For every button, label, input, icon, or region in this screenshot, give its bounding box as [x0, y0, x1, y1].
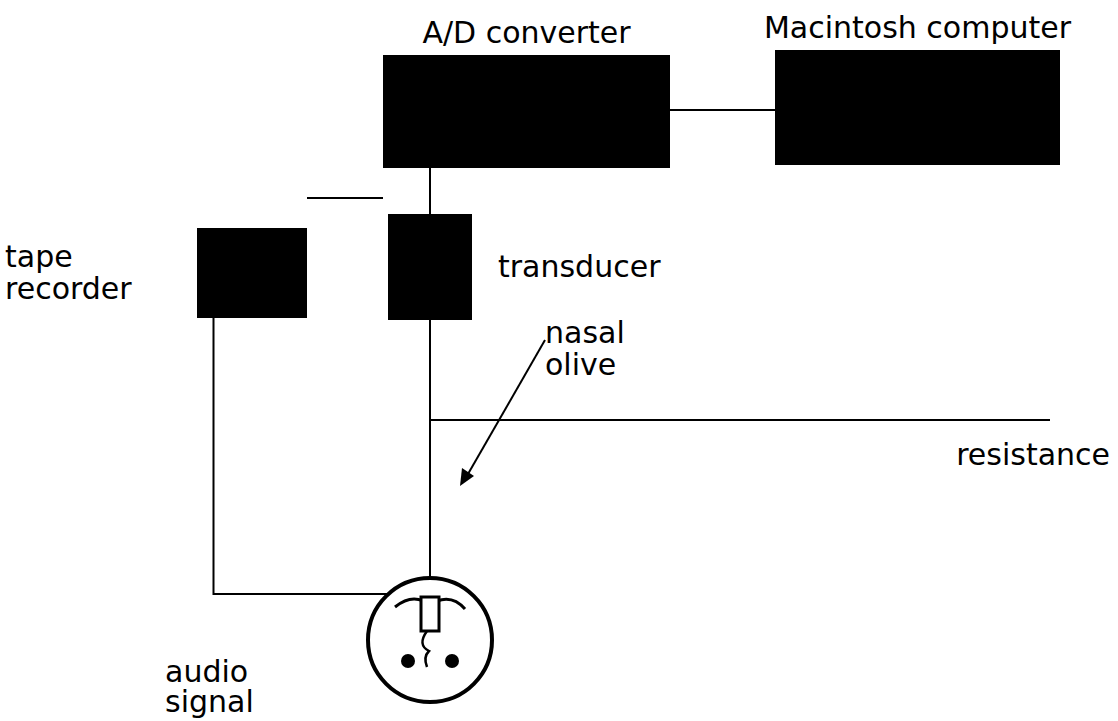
signal-wire	[214, 318, 389, 594]
resistance-line	[430, 419, 1050, 421]
signal-wire	[430, 168, 431, 214]
leader-line	[468, 340, 545, 474]
device-box: tape recorder	[197, 228, 307, 318]
device-box: transducer	[388, 214, 472, 320]
signal-label: audio signal	[165, 657, 295, 717]
signal-label: resistance	[956, 440, 1110, 470]
device-label: transducer	[498, 251, 718, 283]
device-label: Macintosh computer	[764, 12, 1071, 44]
device-label: tape recorder	[5, 241, 185, 305]
leader-arrowhead	[460, 468, 474, 486]
device-box: Macintosh computer	[775, 50, 1060, 165]
signal-wire	[307, 198, 383, 199]
device-label: A/D converter	[422, 17, 630, 49]
face-outline	[365, 575, 495, 705]
signal-wire	[670, 110, 775, 111]
device-box: A/D converter	[383, 55, 670, 168]
face-circle: nasal olive	[365, 575, 495, 705]
device-label: nasal olive	[545, 317, 675, 381]
signal-wire	[430, 320, 431, 578]
